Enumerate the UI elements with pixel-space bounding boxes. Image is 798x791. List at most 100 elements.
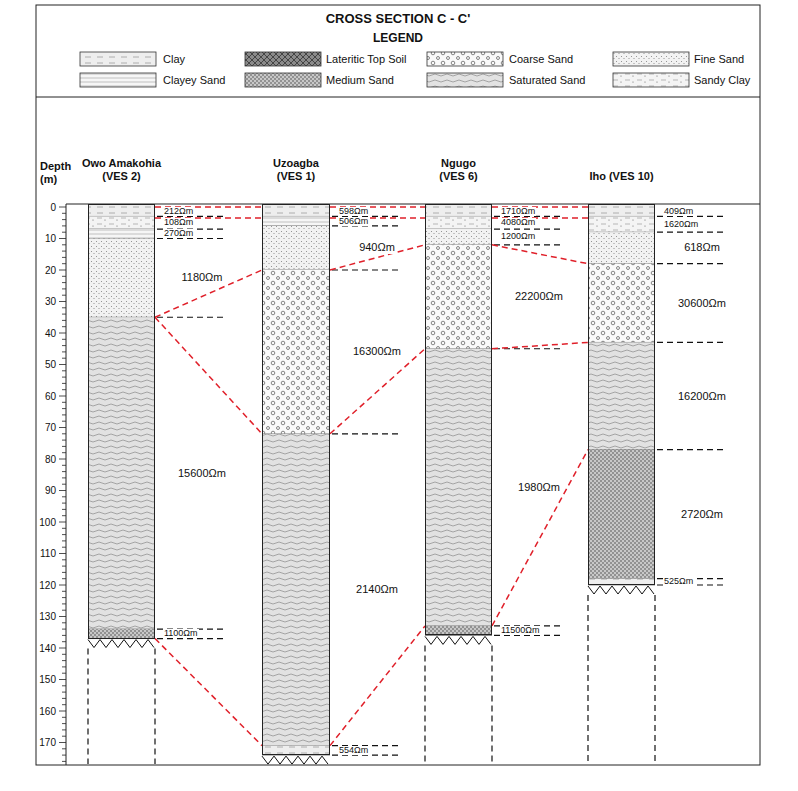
minor-tick [62, 717, 66, 718]
minor-tick [62, 440, 66, 441]
major-tick [59, 679, 66, 680]
diagram-title: CROSS SECTION C - C' [326, 11, 471, 26]
minor-tick [62, 326, 66, 327]
minor-tick [62, 389, 66, 390]
layer-boundary-marker [332, 269, 402, 270]
soil-layer [262, 270, 330, 434]
minor-tick [62, 641, 66, 642]
legend-swatch [613, 52, 689, 66]
soil-layer [425, 229, 492, 245]
minor-tick [62, 295, 66, 296]
minor-tick [62, 591, 66, 592]
minor-tick [62, 320, 66, 321]
major-tick [59, 616, 66, 617]
minor-tick [62, 276, 66, 277]
legend-divider [36, 97, 760, 98]
soil-layer [588, 264, 655, 343]
legend-swatch [245, 73, 321, 87]
depth-tick-label: 20 [45, 265, 56, 276]
minor-tick [62, 755, 66, 756]
legend-swatch [80, 52, 156, 66]
soil-layer [588, 204, 655, 216]
soil-layer [262, 746, 330, 755]
resistivity-value: 1620Ωm [663, 220, 699, 229]
minor-tick [62, 704, 66, 705]
minor-tick [62, 729, 66, 730]
minor-tick [62, 219, 66, 220]
depth-tick-label: 60 [45, 391, 56, 402]
layer-boundary-marker [657, 449, 727, 450]
soil-layer [88, 239, 155, 318]
minor-tick [62, 314, 66, 315]
minor-tick [62, 465, 66, 466]
correlation-line [330, 626, 425, 746]
resistivity-value: 1100Ωm [163, 629, 199, 638]
borehole-column: Ngugo (VES 6) [425, 204, 492, 635]
soil-layer [88, 229, 155, 238]
minor-tick [62, 503, 66, 504]
resistivity-value: 1180Ωm [180, 271, 223, 284]
soil-layer [262, 216, 330, 225]
borehole-column: Uzoagba (VES 1) [262, 204, 330, 755]
depth-tick-label: 50 [45, 359, 56, 370]
resistivity-value: 554Ωm [338, 746, 369, 755]
correlation-line [155, 639, 262, 746]
resistivity-value: 525Ωm [663, 577, 694, 586]
resistivity-value: 22200Ωm [514, 290, 564, 303]
borehole-column: Iho (VES 10) [588, 204, 655, 585]
resistivity-value: 940Ωm [358, 241, 396, 254]
legend-text: Fine Sand [694, 53, 744, 65]
minor-tick [62, 629, 66, 630]
minor-tick [62, 723, 66, 724]
minor-tick [62, 736, 66, 737]
soil-layer [88, 629, 155, 638]
minor-tick [62, 351, 66, 352]
borehole-name: Uzoagba (VES 1) [265, 157, 327, 183]
major-tick [59, 459, 66, 460]
soil-layer [425, 204, 492, 216]
depth-tick-label: 100 [39, 517, 56, 528]
legend-text: Coarse Sand [509, 53, 573, 65]
correlation-line [330, 349, 425, 434]
major-tick [59, 427, 66, 428]
minor-tick [62, 566, 66, 567]
depth-tick-label: 0 [50, 202, 56, 213]
minor-tick [62, 370, 66, 371]
minor-tick [62, 257, 66, 258]
layer-boundary-marker [657, 342, 727, 343]
minor-tick [62, 660, 66, 661]
dashed-continuation [87, 649, 88, 764]
minor-tick [62, 540, 66, 541]
minor-tick [62, 477, 66, 478]
resistivity-value: 618Ωm [683, 241, 721, 254]
correlation-line [155, 270, 262, 317]
minor-tick [62, 213, 66, 214]
depth-tick-label: 170 [39, 737, 56, 748]
depth-tick-label: 140 [39, 643, 56, 654]
legend-text: Sandy Clay [694, 74, 750, 86]
outer-frame [36, 5, 760, 765]
basement-zigzag [88, 640, 154, 648]
soil-layer [425, 245, 492, 349]
minor-tick [62, 339, 66, 340]
layer-boundary-marker [657, 232, 727, 233]
resistivity-value: 598Ωm [338, 207, 369, 216]
minor-tick [62, 383, 66, 384]
minor-tick [62, 528, 66, 529]
soil-layer [88, 204, 155, 216]
major-tick [59, 553, 66, 554]
minor-tick [62, 484, 66, 485]
major-tick [59, 585, 66, 586]
minor-tick [62, 345, 66, 346]
minor-tick [62, 244, 66, 245]
resistivity-value: 108Ωm [163, 218, 194, 227]
depth-tick-label: 120 [39, 580, 56, 591]
correlation-line [155, 317, 262, 434]
resistivity-value: 506Ωm [338, 217, 369, 226]
minor-tick [62, 685, 66, 686]
minor-tick [62, 748, 66, 749]
minor-tick [62, 421, 66, 422]
layer-boundary-marker [494, 244, 564, 245]
legend-text: Medium Sand [326, 74, 394, 86]
dashed-continuation [154, 649, 155, 764]
